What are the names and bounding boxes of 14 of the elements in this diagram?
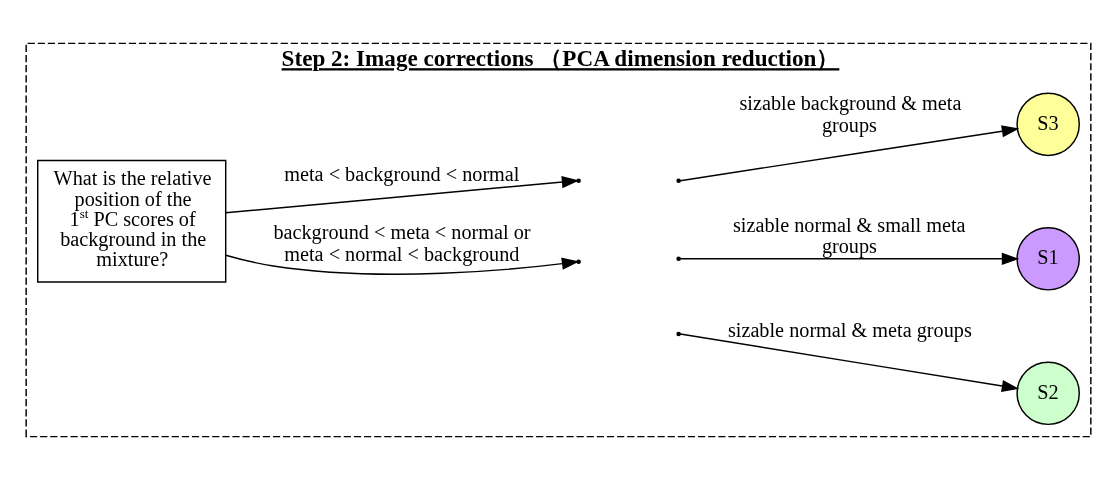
edge-label: background < meta < normal or meta < normal < background	[273, 220, 531, 265]
node-box: What is the relative position of the 1$^{st}$ PC scores of background in the mixture?	[37, 159, 227, 283]
node-circle: S2	[1016, 360, 1080, 425]
edge-label: sizable normal & meta groups	[727, 318, 972, 341]
edge-label: meta < background < normal	[284, 162, 520, 185]
node-circle: S1	[1016, 226, 1080, 291]
edge-label: sizable background & meta groups	[739, 91, 962, 136]
arrow	[679, 332, 1020, 392]
arrow	[225, 254, 580, 275]
edge-label: sizable normal & small meta groups	[732, 213, 966, 257]
arrow	[224, 175, 580, 213]
node-circle: S3	[1016, 92, 1080, 156]
arrow	[679, 124, 1020, 181]
arrow	[679, 252, 1020, 265]
